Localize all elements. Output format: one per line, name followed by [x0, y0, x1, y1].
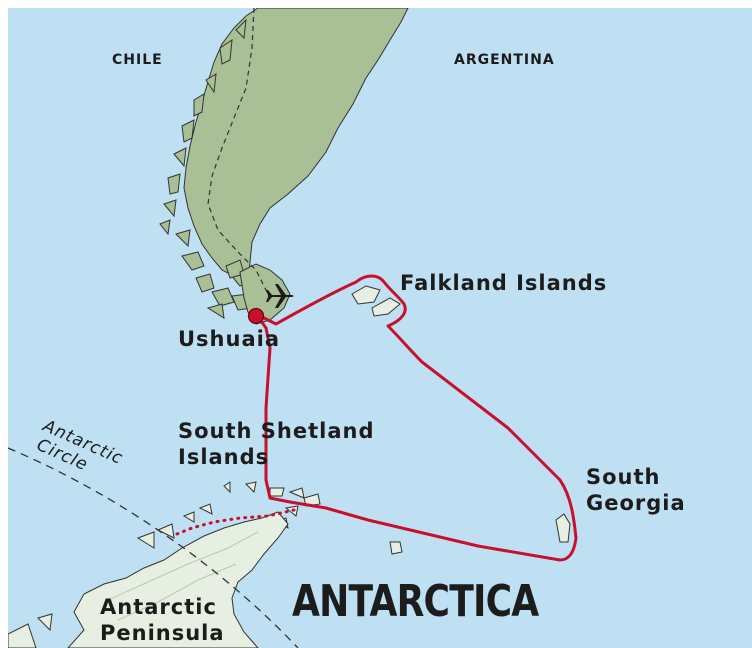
ocean — [8, 8, 752, 648]
airplane-icon[interactable] — [266, 284, 294, 308]
label-south-georgia-line2: Georgia — [586, 491, 686, 515]
expedition-map: CHILE ARGENTINA Falkland Islands Ushuaia… — [8, 8, 752, 648]
location-dot-icon[interactable] — [247, 307, 265, 325]
peninsula-islands — [8, 523, 175, 648]
map-graphics — [8, 8, 752, 648]
antarctic-peninsula-landmass — [67, 511, 289, 648]
label-south-shetland-line1: South Shetland — [178, 419, 375, 443]
label-antarctic-peninsula[interactable]: Antarctic Peninsula — [100, 594, 225, 646]
label-south-shetland-line2: Islands — [178, 445, 270, 469]
label-chile: CHILE — [112, 52, 163, 68]
label-south-georgia-line1: South — [586, 465, 661, 489]
label-antarctic-peninsula-line2: Peninsula — [100, 621, 225, 645]
south-america-landmass — [183, 8, 409, 287]
label-falkland-islands[interactable]: Falkland Islands — [400, 271, 608, 295]
label-ushuaia[interactable]: Ushuaia — [178, 327, 280, 351]
label-south-georgia[interactable]: South Georgia — [586, 464, 686, 516]
peninsula-contours — [107, 531, 259, 621]
label-antarctic-peninsula-line1: Antarctic — [100, 595, 217, 619]
falkland-islands-shape — [351, 285, 401, 317]
chile-argentina-border — [207, 8, 271, 299]
label-antarctica: ANTARCTICA — [292, 576, 539, 627]
label-south-shetland-islands[interactable]: South Shetland Islands — [178, 418, 375, 470]
peninsula-route-dotted — [170, 508, 296, 538]
chilean-archipelago — [159, 18, 253, 319]
cruise-route-line[interactable] — [254, 274, 578, 562]
label-argentina: ARGENTINA — [454, 52, 555, 68]
south-georgia-shape — [555, 513, 571, 543]
